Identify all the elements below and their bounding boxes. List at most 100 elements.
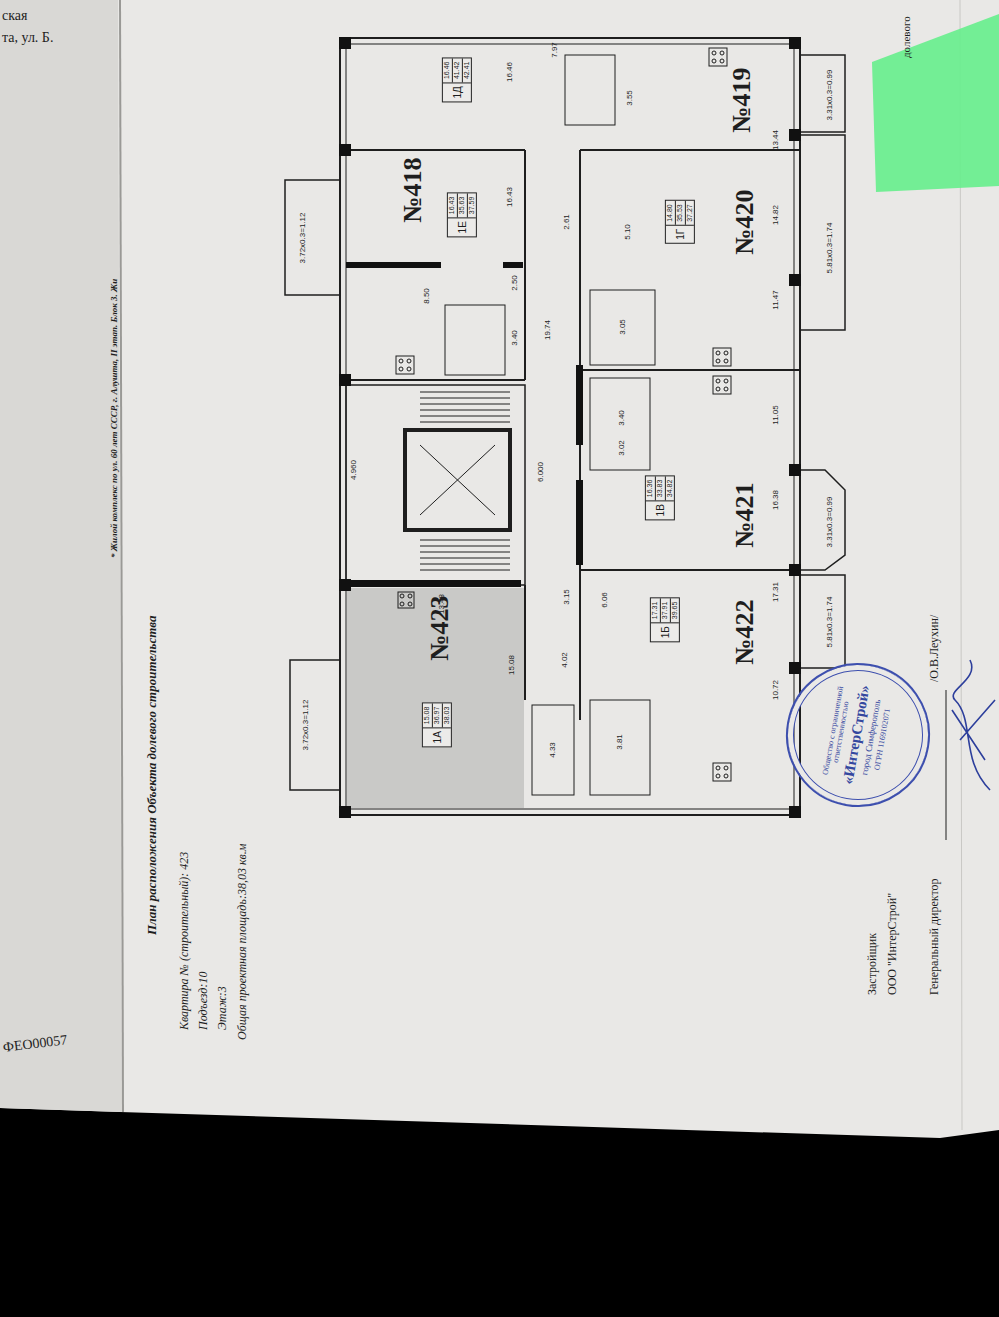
dimension: 11.05: [772, 405, 781, 424]
plan-circle: [400, 594, 404, 598]
area-column: 17.3137.9139.65: [651, 599, 679, 623]
plan-circle: [399, 359, 403, 363]
plan-rect: [565, 55, 615, 125]
page-edge: [120, 0, 123, 1112]
area-value: 38.03: [441, 704, 451, 728]
dimension: 13.48: [438, 594, 447, 614]
flat-number: №420: [731, 189, 760, 254]
page-fragment: ская: [2, 8, 27, 23]
info-line: Этаж:3: [216, 986, 229, 1030]
plan-rect: [800, 135, 845, 330]
plan-rect: [346, 262, 441, 268]
stairs: [420, 392, 510, 570]
dimension: 10.72: [772, 680, 781, 700]
plan-rect: [789, 662, 801, 674]
plan-line: [420, 564, 510, 565]
plan-rect: [396, 356, 414, 374]
plan-line: [420, 570, 510, 571]
plan-rect: [339, 144, 351, 156]
plan-line: [420, 416, 510, 417]
left-page: [0, 0, 122, 1112]
plan-rect: [346, 580, 521, 587]
flat-type: 1Б: [651, 622, 679, 641]
dimension: 17.31: [772, 582, 781, 602]
plan-title: План расположения Объекта долевого строи…: [145, 615, 159, 935]
dimension: 3.31x0.3=0.99: [826, 497, 835, 548]
walls: [285, 38, 845, 815]
dimension: 6.06: [601, 592, 610, 608]
company-stamp: Общество с ограниченной ответственностью…: [775, 652, 942, 819]
dimension: 3.55: [626, 90, 635, 106]
plan-line: [580, 369, 800, 371]
area-box: 1В16.3633.8334.82: [645, 476, 675, 521]
highlighter-mark: [872, 14, 999, 192]
plan-rect: [800, 55, 845, 132]
plan-line: [420, 445, 495, 515]
plan-circle: [712, 59, 716, 63]
signature-caption: Застройщик: [866, 933, 879, 995]
signature: [952, 660, 995, 790]
dimension: 3.05: [619, 319, 628, 335]
plan-line: [420, 422, 510, 423]
plan-circle: [724, 766, 728, 770]
plan-line: [420, 398, 510, 399]
dimension: 6.000: [537, 462, 546, 482]
info-line: Общая проектная площадь:38,03 кв.м: [236, 844, 249, 1040]
plan-rect: [789, 564, 801, 576]
flat-type: 1Д: [443, 82, 471, 101]
plan-circle: [724, 379, 728, 383]
dimension: 14.82: [772, 205, 781, 225]
dimension: 5.81x0.3=1.74: [826, 223, 835, 274]
plan-rect: [339, 37, 351, 49]
area-box: 1Б17.3137.9139.65: [650, 598, 680, 643]
dimension: 7.97: [551, 42, 560, 58]
area-value: 17.31: [651, 599, 660, 623]
plan-rect: [713, 348, 731, 366]
plan-rect: [590, 700, 650, 795]
flat-type: 1В: [646, 500, 674, 519]
area-box: 1Г14.8035.5337.27: [665, 200, 695, 244]
dimension: 3.81: [616, 734, 625, 750]
plan-line: [420, 392, 510, 393]
plan-circle: [407, 359, 411, 363]
dimension: 16.46: [506, 62, 515, 82]
area-value: 34.82: [664, 477, 674, 501]
dimension: 15.08: [508, 655, 517, 675]
area-column: 14.8035.5337.27: [666, 201, 694, 225]
dimension: 8.50: [423, 288, 432, 304]
plan-line: [524, 585, 526, 700]
area-value: 37.27: [684, 201, 694, 225]
plan-circle: [724, 351, 728, 355]
area-value: 37.91: [660, 599, 670, 623]
area-box: 1А15.0836.9738.03: [422, 703, 452, 748]
area-column: 16.4335.6337.59: [448, 194, 476, 218]
area-value: 33.83: [655, 477, 665, 501]
plan-rect: [713, 376, 731, 394]
flat-type: 1Г: [666, 225, 694, 243]
dimension: 11.47: [772, 290, 781, 309]
area-value: 16.46: [443, 59, 452, 83]
flat-number: №418: [399, 157, 428, 222]
plan-circle: [712, 51, 716, 55]
plan-circle: [716, 359, 720, 363]
area-column: 16.3633.8334.82: [646, 477, 674, 501]
plan-rect: [340, 38, 800, 815]
info-line: Подъезд:10: [197, 972, 210, 1030]
dimension: 19.74: [544, 320, 553, 340]
plan-circle: [720, 51, 724, 55]
dimension: 5.81x0.3=1.74: [826, 597, 835, 648]
signature-caption: Генеральный директор: [928, 878, 941, 995]
dimension: 3.31x0.3=0.99: [826, 70, 835, 121]
flat-type: 1Е: [448, 217, 476, 236]
area-column: 16.4641.4242.41: [443, 59, 471, 83]
plan-rect: [713, 763, 731, 781]
dimension: 13.44: [772, 130, 781, 150]
plan-rect: [789, 37, 801, 49]
dimension: 4.02: [561, 652, 570, 668]
plan-circle: [716, 774, 720, 778]
plan-rect: [576, 480, 583, 565]
developer-name: ООО "ИнтерСтрой": [886, 893, 899, 995]
dimension: 2.61: [563, 214, 572, 230]
